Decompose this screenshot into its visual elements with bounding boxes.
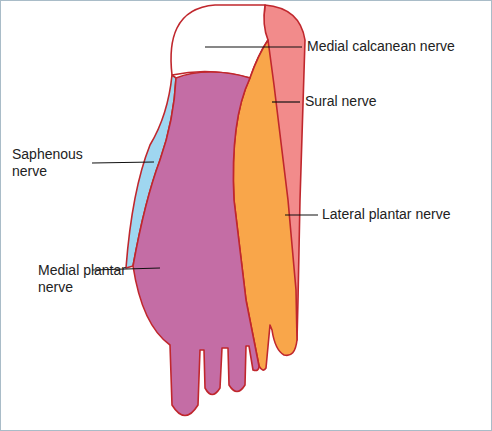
- leader-line: [272, 101, 300, 102]
- nerve-label: Medial plantar nerve: [38, 262, 134, 296]
- nerve-label: Medial calcanean nerve: [307, 38, 455, 55]
- nerve-label: Saphenous nerve: [12, 146, 90, 180]
- leader-line: [205, 46, 302, 47]
- medial-plantar-region: [133, 72, 259, 416]
- nerve-label: Lateral plantar nerve: [322, 206, 450, 223]
- leader-line: [285, 214, 318, 215]
- leader-lines: [92, 47, 318, 270]
- leader-line: [92, 162, 154, 163]
- nerve-label: Sural nerve: [305, 93, 377, 110]
